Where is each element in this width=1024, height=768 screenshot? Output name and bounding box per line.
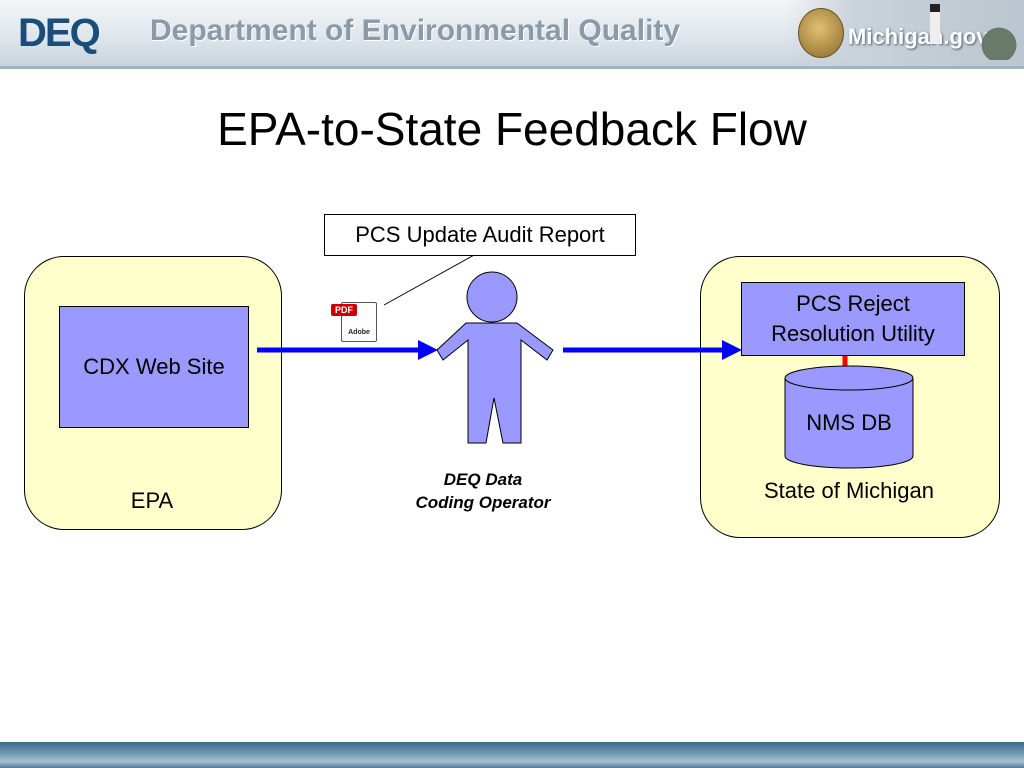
pcs-update-audit-report-callout: PCS Update Audit Report: [324, 214, 636, 256]
deq-logo[interactable]: DEQ: [18, 11, 101, 55]
slide-title: EPA-to-State Feedback Flow: [217, 103, 807, 155]
operator-figure-icon: [436, 271, 554, 444]
footer-bar: [0, 742, 1024, 768]
pdf-caption: Adobe: [348, 329, 370, 336]
cdx-web-site-label: CDX Web Site: [83, 354, 225, 379]
michigan-gov-link[interactable]: Michigan.gov: [848, 24, 989, 49]
arrow-cdx-to-operator-head: [418, 340, 438, 360]
operator-label-line1: DEQ Data: [443, 470, 523, 489]
trees-decoration: [974, 10, 1024, 60]
michigan-zone-label: State of Michigan: [764, 478, 934, 503]
pcs-utility-line1: PCS Reject: [796, 291, 910, 316]
pdf-tag: PDF: [331, 304, 357, 316]
header-banner: DEQ Department of Environmental Quality …: [0, 0, 1024, 69]
nms-db-label: NMS DB: [806, 410, 892, 435]
lighthouse-icon: [930, 4, 940, 44]
operator-label-line2: Coding Operator: [415, 493, 551, 512]
callout-leader-line: [383, 253, 477, 306]
michigan-seal-icon: [798, 8, 844, 58]
pdf-icon[interactable]: PDF Adobe: [331, 302, 377, 342]
epa-zone-label: EPA: [130, 488, 174, 513]
pcs-reject-resolution-utility-box: PCS Reject Resolution Utility: [741, 282, 965, 356]
deq-logo-text: DEQ: [18, 11, 101, 55]
pcs-utility-line2: Resolution Utility: [771, 321, 935, 346]
department-title: Department of Environmental Quality: [150, 14, 681, 47]
nms-db-cylinder: [784, 365, 914, 469]
operator-label: DEQ Data Coding Operator: [380, 468, 586, 514]
cdx-web-site-box: CDX Web Site: [59, 306, 249, 428]
arrow-operator-to-pcs-head: [722, 340, 742, 360]
